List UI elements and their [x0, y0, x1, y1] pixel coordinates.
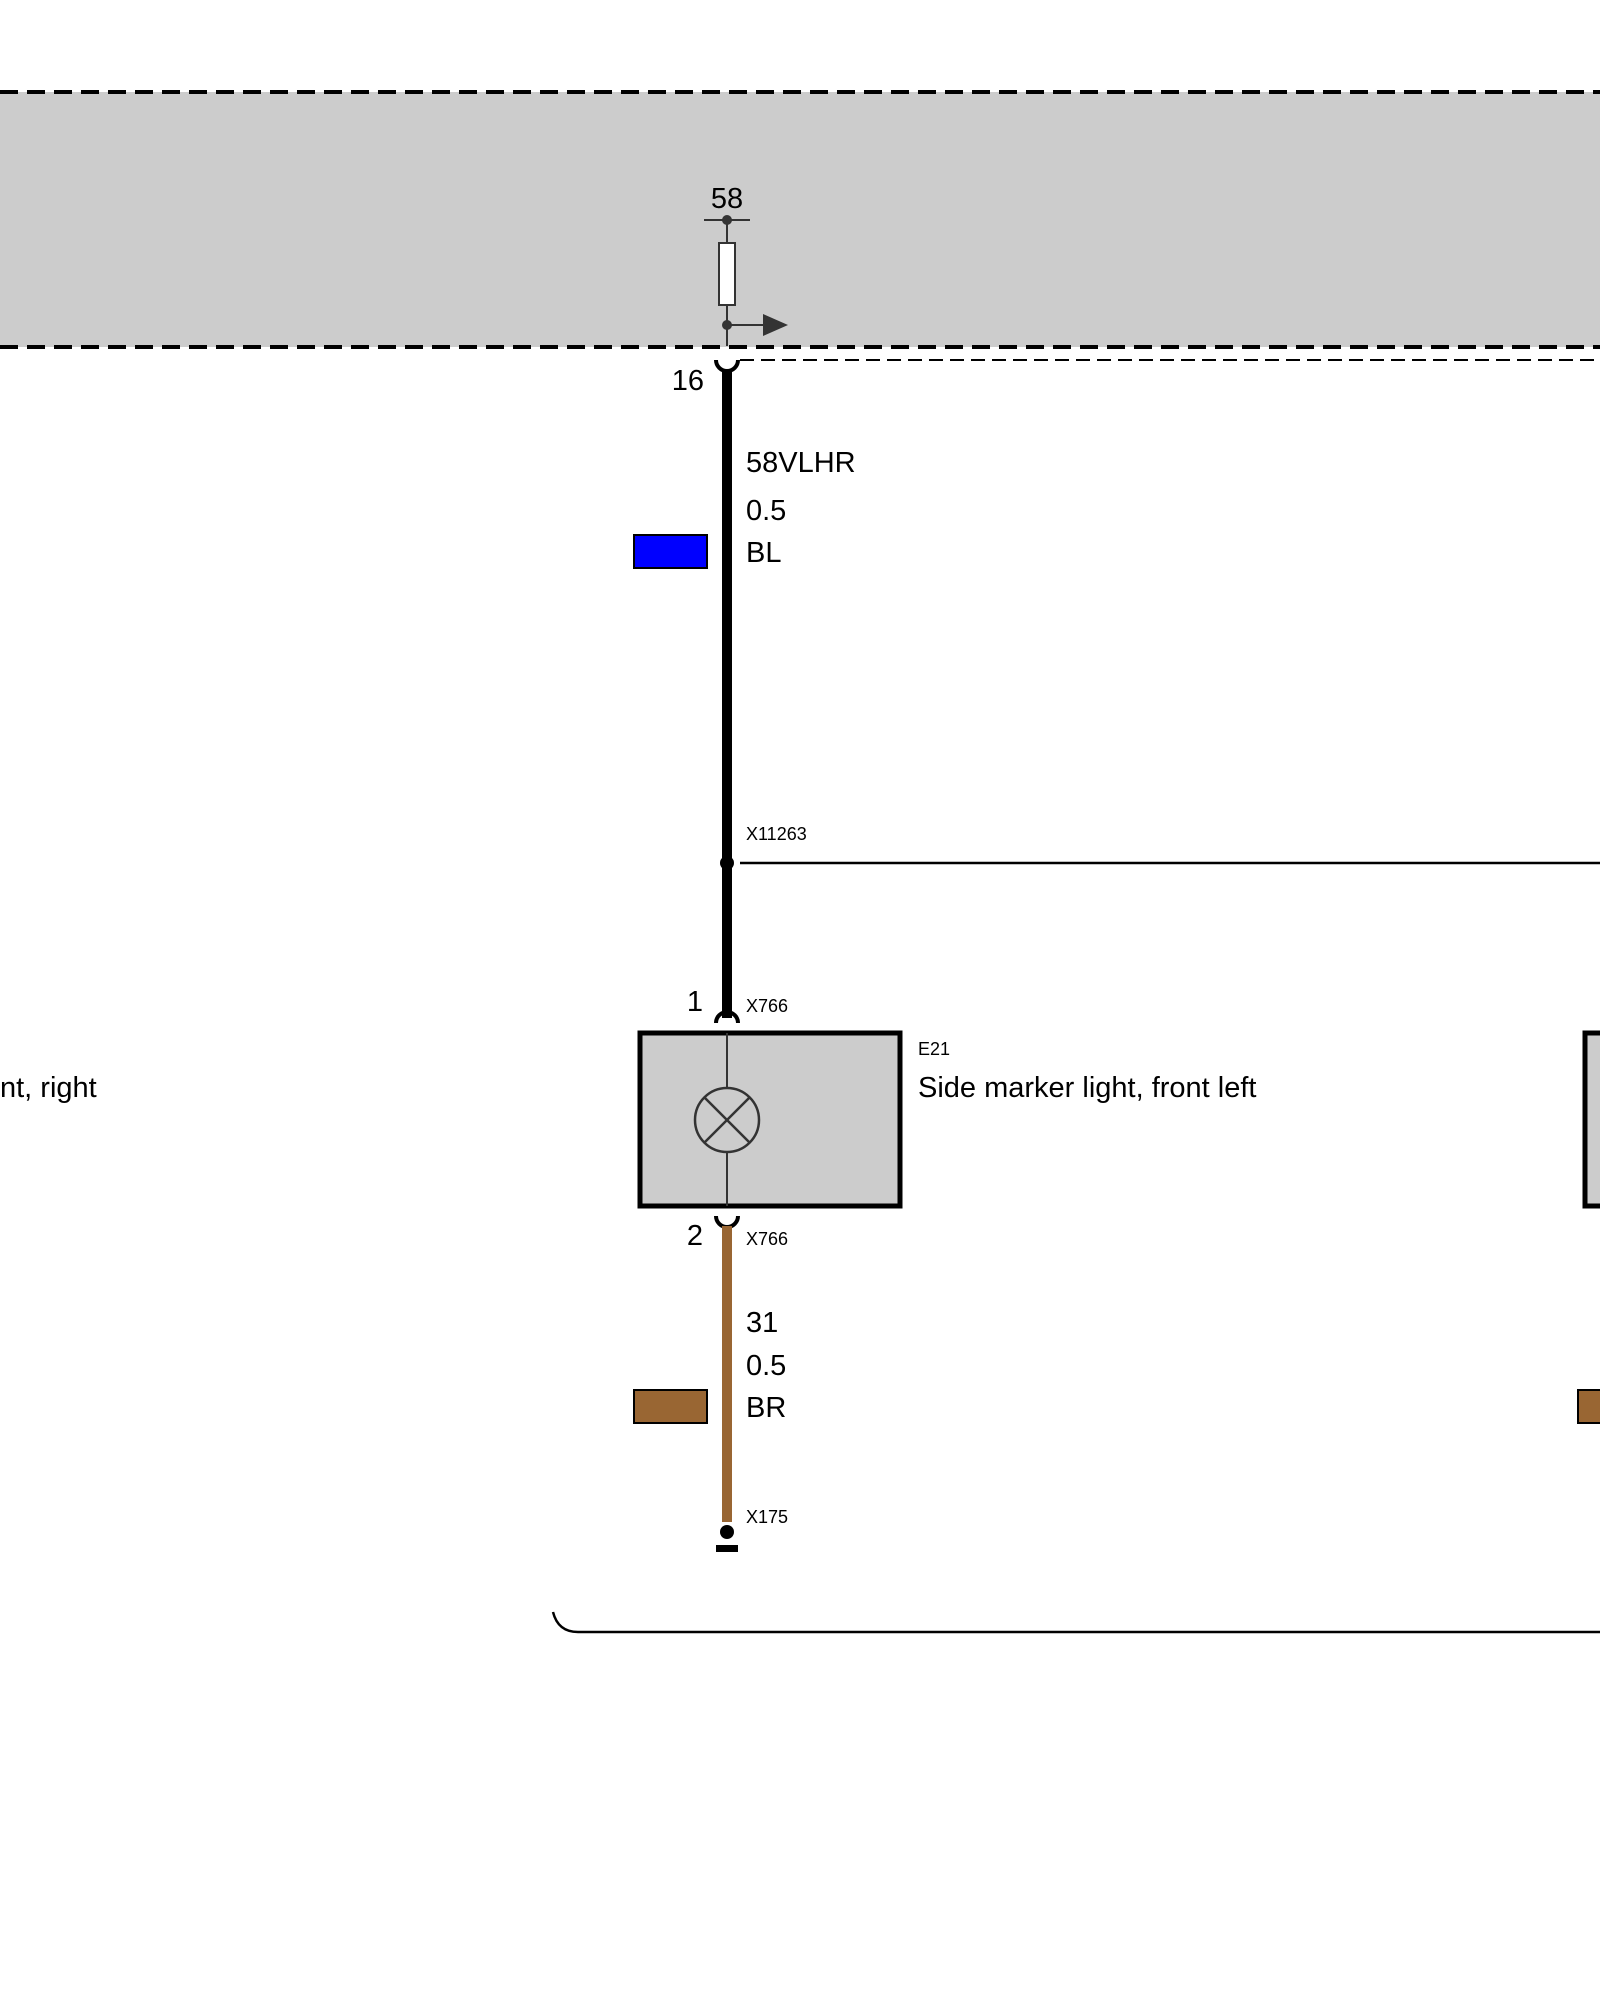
ground-icon — [716, 1545, 738, 1552]
neighbor-component-box — [1582, 1030, 1600, 1209]
control-module — [0, 90, 1600, 349]
neighbor-component-right — [1577, 1030, 1600, 1424]
neighbor-wire-color-swatch — [1577, 1389, 1600, 1424]
component-top-contact — [714, 1010, 740, 1024]
splice-node — [720, 856, 734, 870]
component-top-connector: X766 — [746, 996, 788, 1016]
wire-upper-color-swatch — [633, 534, 708, 569]
component-name: Side marker light, front left — [918, 1072, 1256, 1104]
wire-lower-color-code: BR — [746, 1392, 786, 1424]
pin-16-label: 16 — [672, 365, 704, 397]
terminal-58-circuit: 58 — [704, 183, 788, 346]
component-box — [637, 1030, 903, 1209]
wire-upper-color-code: BL — [746, 537, 781, 569]
pin-16-contact — [714, 359, 740, 373]
neighbor-component-name: nt, right — [0, 1072, 97, 1104]
wire-lower-color-swatch — [633, 1389, 708, 1424]
splice-label: X11263 — [746, 824, 807, 844]
lamp-icon — [693, 1086, 761, 1154]
control-module-area — [0, 92, 1600, 347]
wire-lower-signal: 31 — [746, 1307, 778, 1339]
ground-x175: X175 — [716, 1507, 788, 1552]
resistor-icon — [718, 242, 736, 306]
ground-node — [720, 1525, 734, 1539]
arrow-right-icon — [763, 314, 788, 336]
wire-upper-signal: 58VLHR — [746, 447, 856, 479]
component-bottom-pin: 2 — [687, 1220, 703, 1252]
component-e21: 1 X766 E21 Side marker light, front left… — [637, 986, 1256, 1252]
wire-upper-gauge: 0.5 — [746, 495, 786, 527]
component-bottom-connector: X766 — [746, 1229, 788, 1249]
component-bottom-contact — [714, 1215, 740, 1229]
component-top-pin: 1 — [687, 986, 703, 1018]
terminal-label: 58 — [711, 183, 743, 215]
bottom-bracket — [551, 1611, 1600, 1634]
wire-lower-gauge: 0.5 — [746, 1350, 786, 1382]
component-id: E21 — [918, 1039, 950, 1059]
ground-label: X175 — [746, 1507, 788, 1527]
splice-x11263: X11263 — [720, 824, 1600, 870]
